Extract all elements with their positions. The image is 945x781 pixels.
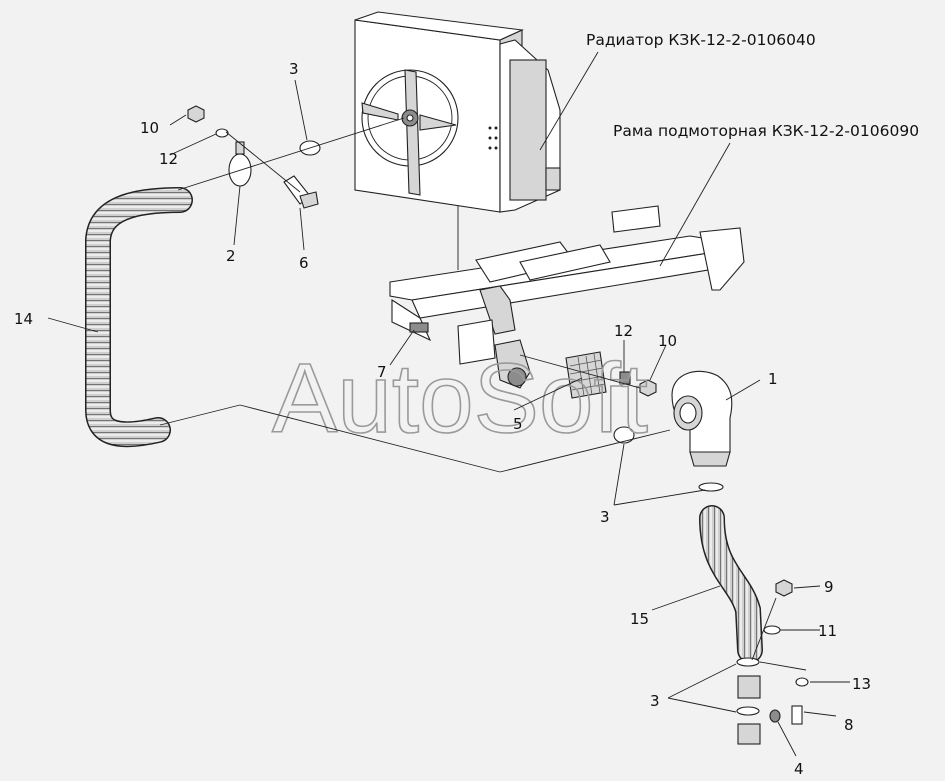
leader-lines xyxy=(47,51,850,757)
part-label-4: 4 xyxy=(794,760,804,778)
watermark: AutoSoft xyxy=(272,343,648,453)
frame-label: Рама подмоторная КЗК-12-2-0106090 xyxy=(613,122,919,140)
corrugated-pipe-15 xyxy=(699,505,763,663)
part-label-12-right: 12 xyxy=(614,322,633,340)
callout-labels: Радиатор КЗК-12-2-0106040 Рама подмоторн… xyxy=(14,31,919,778)
part-label-10-right: 10 xyxy=(658,332,677,350)
air-intake-elbow-1 xyxy=(671,370,733,467)
radiator-label: Радиатор КЗК-12-2-0106040 xyxy=(586,31,816,49)
part-label-7: 7 xyxy=(377,363,387,381)
hardware-parts xyxy=(187,105,809,745)
mesh-grille-5 xyxy=(565,351,607,399)
part-label-8: 8 xyxy=(844,716,854,734)
part-label-10-left: 10 xyxy=(140,119,159,137)
part-label-13: 13 xyxy=(852,675,871,693)
engine-frame xyxy=(389,205,745,389)
part-label-3-bottom: 3 xyxy=(650,692,660,710)
part-label-1: 1 xyxy=(768,370,778,388)
part-label-14: 14 xyxy=(14,310,33,328)
part-label-12-left: 12 xyxy=(159,150,178,168)
part-label-5: 5 xyxy=(513,415,523,433)
part-label-2: 2 xyxy=(226,247,236,265)
part-label-9: 9 xyxy=(824,578,834,596)
part-label-15: 15 xyxy=(630,610,649,628)
part-label-11: 11 xyxy=(818,622,837,640)
part-label-3-top: 3 xyxy=(289,60,299,78)
radiator-assembly xyxy=(354,11,561,270)
part-label-6: 6 xyxy=(299,254,309,272)
corrugated-pipe-14 xyxy=(85,187,193,448)
part-label-3-mid: 3 xyxy=(600,508,610,526)
